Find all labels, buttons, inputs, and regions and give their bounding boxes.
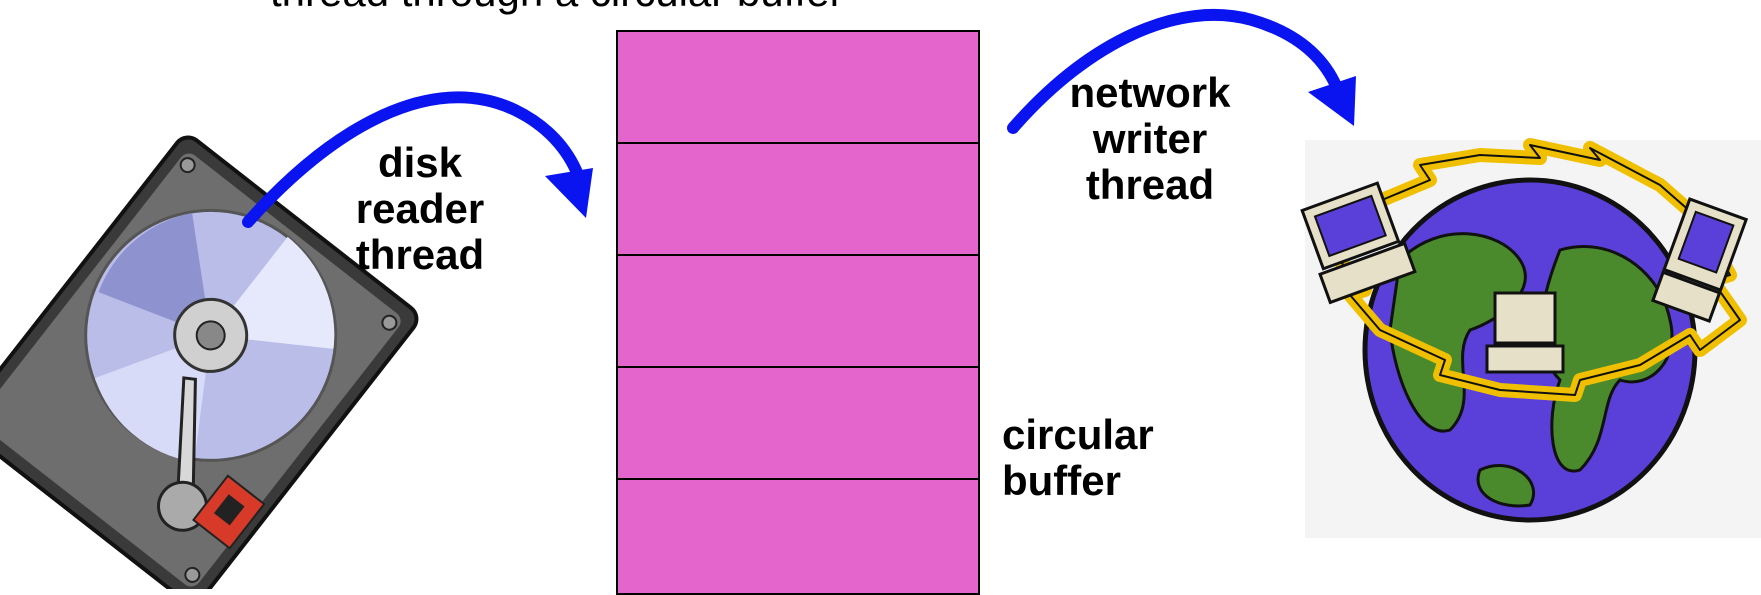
label-line: thread xyxy=(1050,162,1250,208)
buffer-slot xyxy=(618,480,978,592)
network-writer-thread-label: network writer thread xyxy=(1050,70,1250,209)
network-globe-icon xyxy=(1297,140,1761,538)
circular-buffer xyxy=(616,30,980,595)
buffer-slot xyxy=(618,32,978,144)
buffer-slot xyxy=(618,256,978,368)
label-line: buffer xyxy=(1002,458,1154,504)
label-line: writer xyxy=(1050,116,1250,162)
buffer-slot xyxy=(618,368,978,480)
label-line: network xyxy=(1050,70,1250,116)
circular-buffer-label: circular buffer xyxy=(1002,412,1154,504)
label-line: thread xyxy=(320,232,520,278)
label-line: reader xyxy=(320,186,520,232)
label-line: disk xyxy=(320,140,520,186)
buffer-slot xyxy=(618,144,978,256)
disk-reader-thread-label: disk reader thread xyxy=(320,140,520,279)
label-line: circular xyxy=(1002,412,1154,458)
